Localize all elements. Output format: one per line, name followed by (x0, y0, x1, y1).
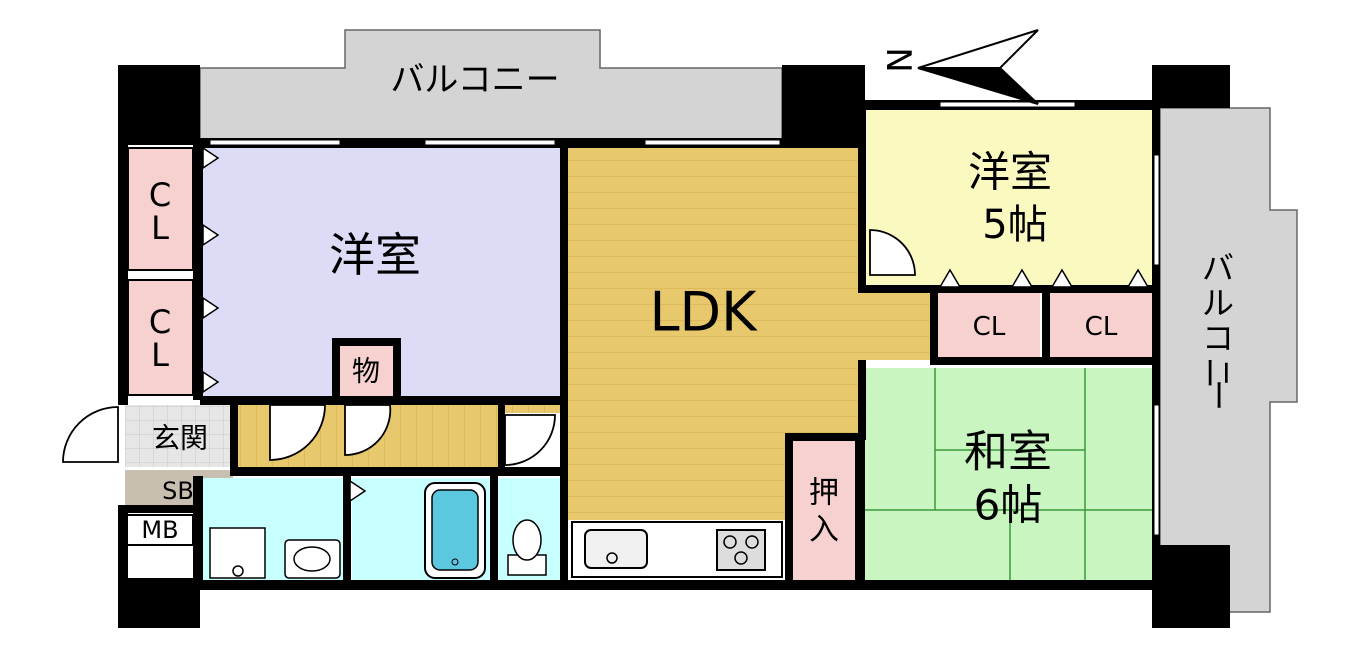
closet-right-a (938, 292, 1040, 357)
svg-text:コ: コ (1202, 319, 1234, 357)
room-size-japanese: 6帖 (974, 481, 1043, 530)
compass-north-label: N (878, 47, 918, 72)
ldk-floor (568, 145, 935, 520)
doors (62, 229, 916, 466)
closet-right-b-label: CL (1085, 312, 1118, 342)
windows-right (1153, 154, 1160, 536)
entrance-label: 玄関 (152, 422, 208, 455)
closet-left-lower-c: C (149, 303, 171, 341)
balcony-right-label: バ ル コ ニ ー (1199, 249, 1237, 411)
svg-text:バ: バ (1202, 249, 1234, 287)
room-label-western-small: 洋室 (968, 148, 1052, 197)
toilet-icon (507, 519, 547, 576)
room-label-western-main: 洋室 (329, 228, 421, 282)
room-size-western-small: 5帖 (982, 202, 1047, 248)
wash-basin-icon (284, 539, 341, 579)
compass-arrow-icon (917, 29, 1039, 105)
closet-door-marks (202, 146, 1150, 503)
svg-text:ル: ル (1202, 284, 1234, 322)
closet-left-lower-l: L (151, 336, 169, 374)
tatami-lines (865, 368, 1155, 583)
storage-label: 物 (352, 355, 380, 388)
bathtub-icon (424, 482, 486, 579)
balcony-top-label: バルコニー (390, 60, 559, 100)
storage-box (340, 345, 393, 397)
kitchen-sink (584, 529, 648, 569)
closet-left-lower (127, 279, 194, 396)
closet-left-upper-c: C (149, 176, 171, 214)
gas-stove-icon (716, 529, 766, 571)
room-label-japanese: 和室 (964, 427, 1052, 478)
oshiire-label-2: 入 (809, 513, 839, 548)
washing-machine-pan-icon (209, 527, 266, 579)
closet-left-upper-l: L (151, 209, 169, 247)
closet-right-b (1050, 292, 1152, 357)
oshiire-label-1: 押 (809, 476, 839, 511)
windows-top (209, 101, 1076, 146)
closet-left-upper (127, 147, 194, 271)
closet-right-a-label: CL (973, 312, 1006, 342)
walls (118, 65, 1230, 628)
meter-box-label: MB (141, 516, 178, 544)
entrance-floor (125, 405, 233, 467)
svg-text:ー: ー (1199, 379, 1237, 411)
oshiire (793, 440, 855, 580)
shoe-box-label: SB (162, 477, 194, 505)
svg-text:ニ: ニ (1199, 357, 1237, 389)
room-label-ldk: LDK (649, 281, 758, 344)
western-room-small (865, 110, 1155, 288)
